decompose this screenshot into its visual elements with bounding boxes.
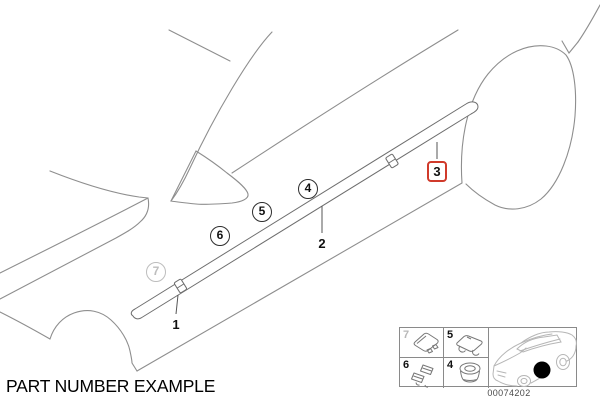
car-location-thumbnail-icon	[492, 331, 577, 387]
callout-2[interactable]: 2	[318, 236, 326, 251]
part-location-dot	[533, 361, 551, 379]
page-title: PART NUMBER EXAMPLE	[6, 376, 216, 396]
leader-lines	[175, 142, 438, 315]
side-molding-group	[130, 101, 479, 320]
grommet-icon	[459, 362, 481, 383]
callout-7[interactable]: 7	[146, 262, 166, 282]
legend-cell-4: 4	[444, 358, 489, 388]
callout-1[interactable]: 1	[172, 317, 180, 332]
callout-3-highlighted[interactable]: 3	[427, 161, 447, 182]
parts-legend-inset: 7 5 6	[399, 327, 578, 388]
quarter-panel-notch	[561, 40, 579, 54]
legend-cell-5-label: 5	[447, 329, 454, 341]
rear-wheel-arch	[460, 45, 577, 210]
legend-cell-4-label: 4	[447, 359, 454, 371]
callout-6[interactable]: 6	[210, 226, 230, 246]
retainer-clip-icon	[456, 335, 483, 356]
front-wheel-arch	[49, 310, 138, 372]
clip-pair-icon	[411, 364, 434, 388]
diagram-part-number: 00074202	[487, 388, 531, 398]
molding-joint-clip-rear	[385, 153, 399, 169]
a-pillar-line	[170, 31, 273, 202]
callout-4[interactable]: 4	[298, 179, 318, 199]
legend-cell-7: 7	[400, 328, 444, 358]
hood-seam-inner	[0, 197, 149, 274]
roof-line	[168, 29, 231, 62]
fender-seam	[0, 197, 150, 300]
hood-seam-upper	[49, 170, 149, 199]
trim-cover-clip-icon	[413, 332, 439, 354]
legend-cell-5: 5	[444, 328, 489, 358]
legend-cell-7-label: 7	[403, 329, 410, 341]
molding-joint-clips	[173, 153, 399, 294]
legend-car-cell	[489, 328, 578, 388]
front-bumper-line	[0, 311, 51, 340]
rocker-line	[136, 182, 463, 372]
beltline	[231, 29, 459, 174]
car-line-art	[0, 4, 600, 372]
legend-cell-6: 6	[400, 358, 444, 388]
leader-line-1	[175, 294, 179, 315]
molding-joint-clip-front	[173, 278, 188, 294]
side-mirror	[170, 150, 249, 205]
legend-cell-6-label: 6	[403, 359, 410, 371]
trunk-line	[577, 4, 600, 43]
callout-5[interactable]: 5	[252, 202, 272, 222]
